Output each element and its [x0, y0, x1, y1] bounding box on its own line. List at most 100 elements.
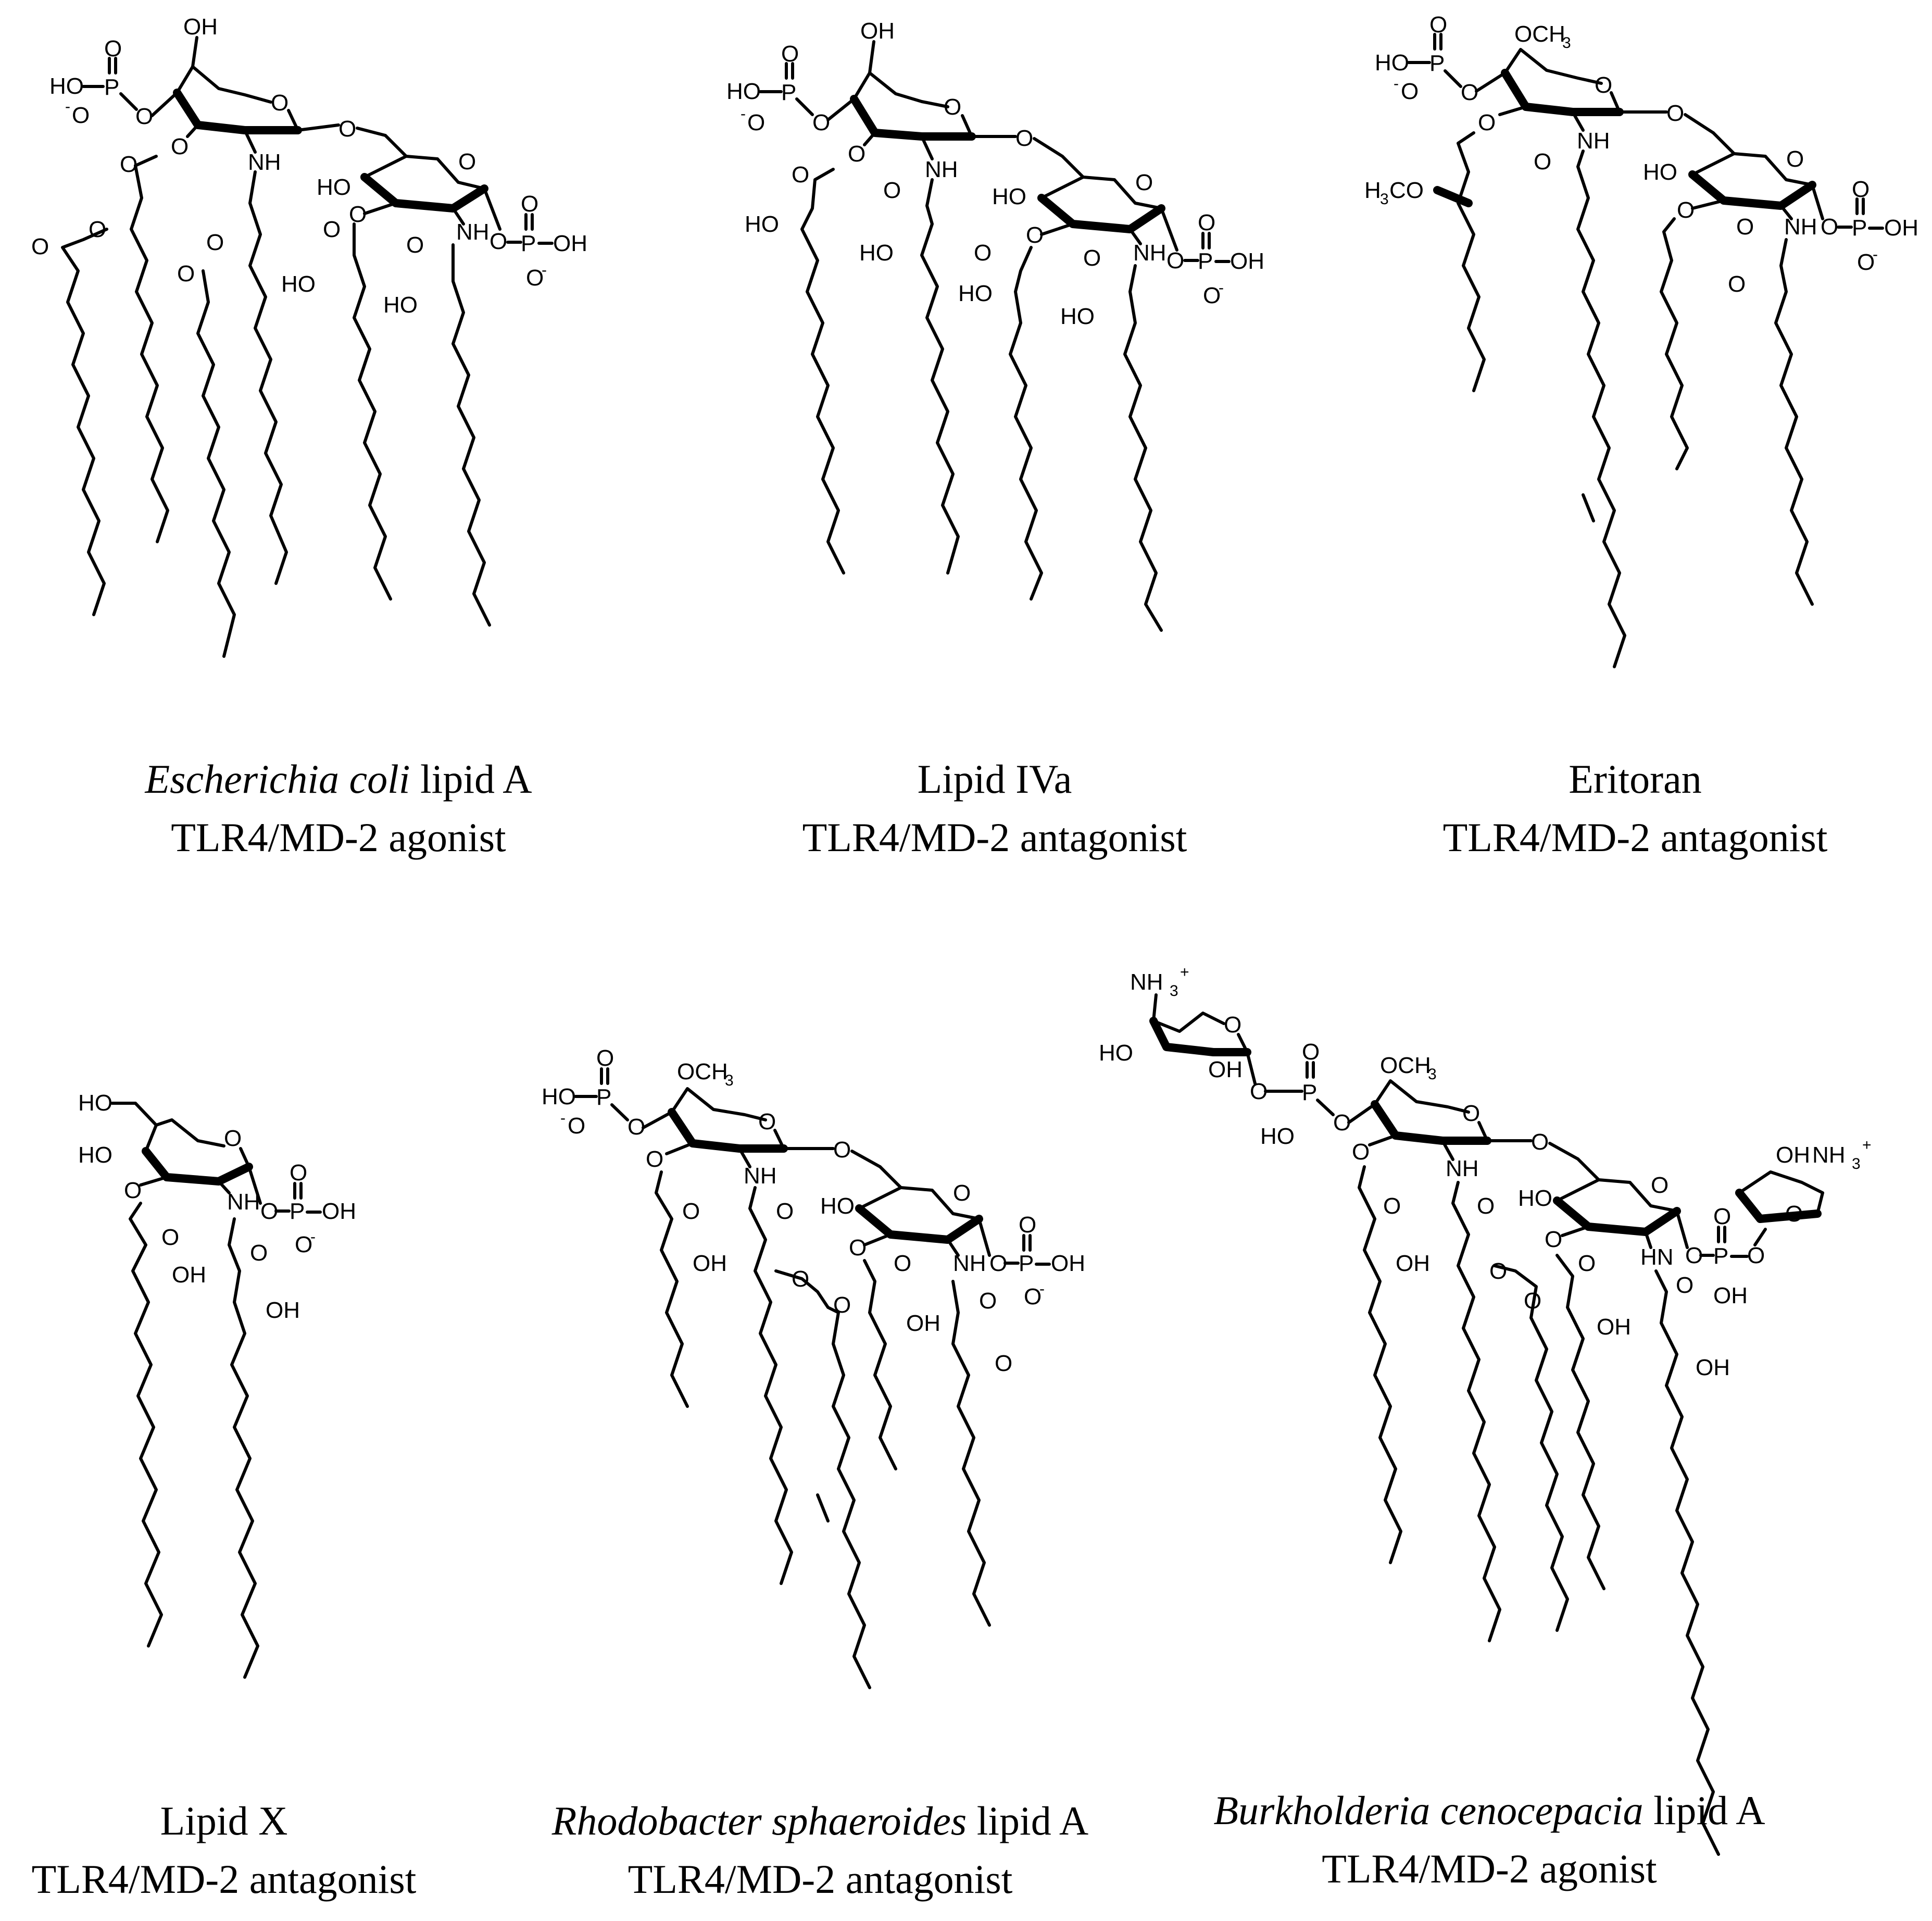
- atom-label: 3: [1380, 191, 1389, 208]
- atom-label: P: [104, 74, 119, 100]
- atom-label: OH: [172, 1262, 206, 1288]
- atom-label: OH: [1884, 215, 1918, 241]
- atom-label: O: [177, 261, 195, 286]
- atom-label: O: [883, 178, 901, 203]
- atom-label: O: [995, 1351, 1012, 1376]
- compound-name-plain: Lipid IVa: [917, 756, 1072, 802]
- charge-label: -: [560, 1109, 566, 1127]
- atom-label: O: [1429, 12, 1447, 38]
- atom-label: OH: [1396, 1251, 1430, 1276]
- atom-label: OH: [1230, 248, 1264, 274]
- atom-label: O: [161, 1225, 179, 1250]
- atom-label: OH: [322, 1199, 356, 1224]
- atom-label: O: [224, 1126, 242, 1151]
- caption-rhodobacter-lipid-a: Rhodobacter sphaeroides lipid A TLR4/MD-…: [482, 1792, 1159, 1908]
- atom-label: OH: [1597, 1314, 1631, 1340]
- compound-name-italic: Rhodobacter sphaeroides: [551, 1798, 967, 1843]
- atom-label: O: [1166, 248, 1184, 273]
- atom-label: HO: [49, 73, 84, 99]
- compound-name-plain: Lipid X: [160, 1798, 288, 1843]
- atom-label: 3: [725, 1072, 734, 1089]
- atom-label: O: [521, 191, 538, 217]
- structure-rhodobacter-lipid-a: HO P O O - O OCH 3 O O NH O O HO O NH O …: [542, 1045, 1085, 1689]
- atom-label: O: [1677, 197, 1695, 223]
- atom-label: OCH: [1514, 21, 1565, 47]
- atom-label: O: [1198, 210, 1215, 235]
- compound-name: Lipid X: [0, 1792, 562, 1850]
- atom-label: O: [758, 1109, 776, 1134]
- structure-lipid-x: HO O HO O NH O P O OH O - O OH O OH: [78, 1090, 356, 1679]
- atom-label: O: [406, 232, 424, 258]
- atom-label: O: [833, 1292, 851, 1318]
- atom-label: HO: [992, 184, 1026, 209]
- atom-label: NH: [1133, 240, 1166, 266]
- atom-label: O: [833, 1137, 851, 1163]
- atom-label: NH: [1784, 214, 1817, 240]
- atom-label: NH: [953, 1251, 986, 1276]
- atom-label: O: [135, 104, 153, 129]
- compound-name: Escherichia coli lipid A: [0, 750, 677, 808]
- compound-name-plain: lipid A: [967, 1798, 1089, 1843]
- caption-lipid-iva: Lipid IVa TLR4/MD-2 antagonist: [656, 750, 1333, 867]
- atom-label: HO: [726, 79, 761, 104]
- atom-label: O: [1383, 1193, 1401, 1219]
- compound-activity: TLR4/MD-2 agonist: [171, 815, 506, 860]
- atom-label: O: [1401, 79, 1419, 104]
- atom-label: OH: [693, 1251, 727, 1276]
- atom-label: NH: [248, 149, 281, 175]
- atom-label: O: [792, 162, 809, 188]
- charge-label: -: [1039, 1280, 1045, 1298]
- atom-label: O: [812, 110, 830, 135]
- atom-label: O: [682, 1199, 700, 1224]
- atom-label: OH: [553, 231, 587, 256]
- atom-label: P: [521, 231, 536, 256]
- atom-label: HO: [542, 1084, 576, 1109]
- charge-label: -: [542, 261, 547, 279]
- atom-label: HO: [745, 211, 779, 237]
- compound-name: Eritoran: [1297, 750, 1932, 808]
- charge-label: -: [65, 98, 70, 115]
- atom-label: O: [1083, 245, 1101, 271]
- atom-label: O: [1019, 1212, 1036, 1238]
- compound-activity: TLR4/MD-2 agonist: [1322, 1846, 1657, 1891]
- atom-label: O: [848, 141, 865, 167]
- atom-label: O: [568, 1113, 585, 1139]
- charge-label: -: [310, 1228, 316, 1245]
- atom-label: O: [1666, 101, 1684, 126]
- atom-label: P: [596, 1084, 611, 1110]
- atom-label: O: [349, 202, 367, 227]
- atom-label: O: [171, 134, 189, 159]
- atom-label: OH: [1696, 1355, 1730, 1380]
- atom-label: HO: [820, 1193, 855, 1219]
- atom-label: HO: [78, 1090, 112, 1116]
- atom-label: OH: [183, 14, 218, 40]
- atom-label: HO: [1643, 159, 1677, 185]
- charge-label: -: [741, 105, 746, 122]
- atom-label: NH: [1812, 1142, 1846, 1168]
- compound-name: Lipid IVa: [656, 750, 1333, 808]
- atom-label: HO: [1375, 50, 1409, 76]
- atom-label: O: [1477, 1193, 1495, 1219]
- atom-label: O: [1462, 1101, 1480, 1126]
- atom-label: O: [295, 1232, 312, 1257]
- atom-label: O: [1524, 1288, 1541, 1314]
- atom-label: OH: [1208, 1057, 1243, 1082]
- charge-label: -: [1219, 279, 1224, 296]
- atom-label: O: [1676, 1273, 1693, 1298]
- atom-label: OH: [1051, 1251, 1085, 1276]
- atom-label: HO: [1099, 1040, 1133, 1066]
- atom-label: P: [1198, 248, 1213, 274]
- atom-label: O: [1026, 222, 1044, 248]
- atom-label: O: [526, 265, 544, 291]
- atom-label: O: [776, 1199, 794, 1224]
- compound-activity: TLR4/MD-2 antagonist: [802, 815, 1187, 860]
- atom-label: O: [979, 1288, 997, 1314]
- charge-label: +: [1180, 964, 1189, 981]
- atom-label: O: [458, 149, 476, 174]
- atom-label: O: [1135, 170, 1153, 195]
- atom-label: HO: [317, 174, 351, 200]
- atom-label: 3: [1852, 1155, 1861, 1172]
- atom-label: O: [1713, 1204, 1731, 1229]
- compound-activity: TLR4/MD-2 antagonist: [628, 1856, 1013, 1902]
- structure-burkholderia-lipid-a: NH 3 + O HO OH O P O HO O OCH 3 O O NH O…: [1099, 964, 1872, 1856]
